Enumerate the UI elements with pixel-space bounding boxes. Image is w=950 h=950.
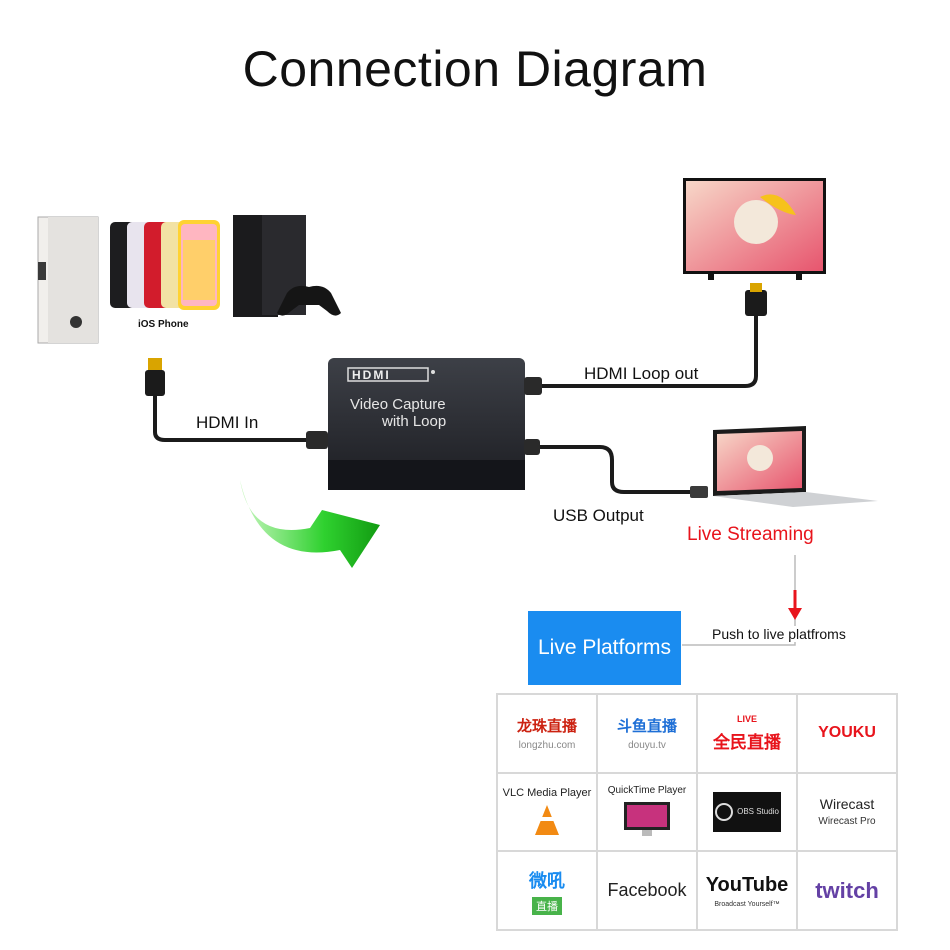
pc-tower-icon xyxy=(37,216,99,344)
hdmi-loop-cable xyxy=(540,312,758,388)
hdmi-in-label: HDMI In xyxy=(196,413,259,432)
ios-phones-icon xyxy=(110,220,220,310)
hdmi-plug-icon xyxy=(145,370,165,396)
live-platforms-box: Live Platforms xyxy=(528,611,681,685)
tv-icon xyxy=(683,178,826,280)
platform-wirecast: Wirecast Wirecast Pro xyxy=(797,772,897,852)
vlc-cone-icon xyxy=(535,804,559,835)
page-title: Connection Diagram xyxy=(242,41,708,97)
obs-logo-icon xyxy=(715,802,734,821)
red-arrow-head-icon xyxy=(788,608,802,620)
game-console-icon xyxy=(233,215,341,317)
device-line2: with Loop xyxy=(381,413,446,430)
live-streaming-label: Live Streaming xyxy=(687,524,814,545)
usb-cable xyxy=(538,445,692,494)
device-brand: HDMI xyxy=(352,368,391,382)
green-arrow-icon xyxy=(240,480,380,568)
platform-obs: OBS Studio xyxy=(697,772,797,852)
device-line1: Video Capture xyxy=(350,396,446,413)
platform-quanmin: LIVE 全民直播 xyxy=(697,694,797,773)
imac-icon xyxy=(624,802,670,837)
platform-vlc: VLC Media Player xyxy=(497,772,597,852)
usb-output-label: USB Output xyxy=(553,506,644,525)
hdmi-loop-out-label: HDMI Loop out xyxy=(584,364,699,383)
push-connector xyxy=(682,555,796,646)
platform-quicktime: QuickTime Player xyxy=(597,772,697,852)
laptop-icon xyxy=(713,426,878,507)
platform-grid: 龙珠直播 longzhu.com 斗鱼直播 douyu.tv LIVE 全民直播… xyxy=(496,693,898,931)
platform-weibo: 微吼 直播 xyxy=(497,851,597,930)
push-label: Push to live platfroms xyxy=(712,626,846,642)
platform-douyu: 斗鱼直播 douyu.tv xyxy=(597,694,697,773)
capture-device-icon xyxy=(328,358,525,490)
hdmi-plug-gold-icon xyxy=(148,358,162,372)
platform-youtube: YouTube Broadcast Yourself™ xyxy=(697,851,797,930)
platform-longzhu: 龙珠直播 longzhu.com xyxy=(497,694,597,773)
platform-facebook: Facebook xyxy=(597,851,697,930)
platform-youku: YOUKU xyxy=(797,694,897,773)
platform-twitch: twitch xyxy=(797,851,897,930)
ios-phone-caption: iOS Phone xyxy=(138,319,189,330)
hdmi-in-cable xyxy=(153,395,312,442)
